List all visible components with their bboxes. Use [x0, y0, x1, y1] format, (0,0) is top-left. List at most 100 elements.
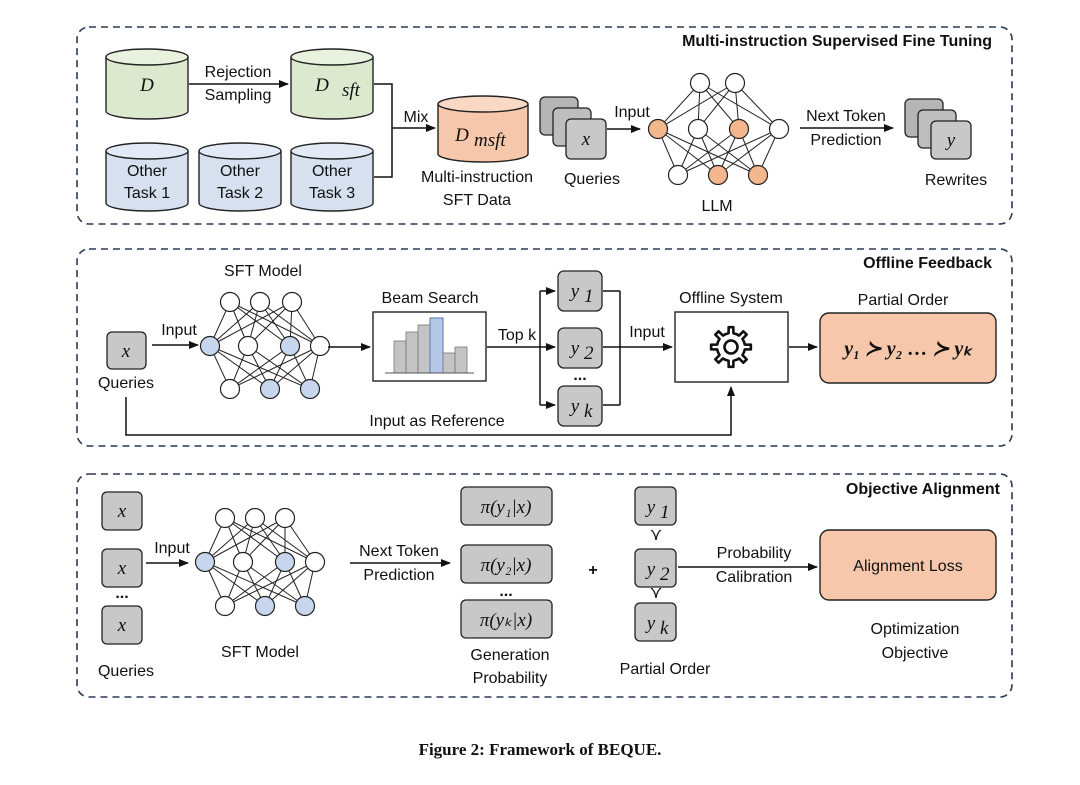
network-edge [204, 517, 256, 563]
network-node [259, 378, 281, 400]
query-symbol-top: x [581, 129, 591, 150]
network-edge [699, 82, 780, 130]
dataset-dmsft-sub: msft [474, 130, 506, 151]
panel-title-alignment: Objective Alignment [846, 481, 1001, 498]
beam-bar-3 [417, 324, 431, 374]
llm-network [647, 72, 790, 186]
panel-objective-alignment: Objective Alignment x x ... x Queries In… [76, 473, 1013, 698]
network-edge [269, 345, 321, 390]
succ-symbol-2: ≻ [647, 586, 664, 599]
input-label-mid: Input [161, 322, 197, 339]
mix-label: Mix [404, 109, 429, 126]
input-label-offline: Input [629, 324, 665, 341]
network-node [274, 507, 296, 529]
query-symbol-bottom-3: x [117, 615, 127, 636]
beam-search-box [372, 311, 487, 382]
dataset-d-label: D [139, 75, 154, 96]
other-task-2-cylinder: Other Task 2 [198, 142, 282, 212]
network-node [647, 118, 669, 140]
beam-search-label: Beam Search [382, 290, 479, 307]
query-box-bottom-3 [101, 605, 143, 645]
panel-title-sft: Multi-instruction Supervised Fine Tuning [682, 33, 992, 50]
next-token-bottom-line1: Next Token [359, 543, 439, 560]
sft-model-label-mid: SFT Model [224, 263, 302, 280]
query-box-bottom-1 [101, 491, 143, 531]
gen-prob-line1: Generation [470, 647, 549, 664]
network-edge [242, 561, 306, 607]
network-node [309, 335, 331, 357]
figure-caption: Figure 2: Framework of BEQUE. [419, 740, 662, 759]
panel-title-offline: Offline Feedback [863, 255, 992, 272]
other-task-3-line2: Task 3 [309, 185, 355, 202]
query-ellipsis-bottom: ... [115, 585, 128, 602]
beam-bar-1 [393, 340, 407, 374]
network-edge [209, 301, 261, 347]
network-node [232, 551, 254, 573]
query-box-bottom-2 [101, 548, 143, 588]
sft-model-network-bottom [194, 507, 326, 617]
plus-sign: + [588, 562, 597, 579]
network-edge [229, 345, 291, 390]
network-node [279, 335, 301, 357]
objective-line2: Objective [882, 645, 949, 662]
alignment-loss-label: Alignment Loss [853, 558, 962, 575]
network-node [237, 335, 259, 357]
network-edge [657, 82, 701, 130]
next-token-top-line2: Prediction [810, 132, 881, 149]
network-edge [229, 301, 291, 347]
succ-symbol-1: ≻ [647, 528, 664, 541]
network-edge [204, 561, 266, 607]
partial-order-label-bottom: Partial Order [620, 661, 711, 678]
rejection-label: Rejection [205, 64, 272, 81]
rewrite-symbol: y [945, 130, 956, 151]
msft-caption-line2: SFT Data [443, 192, 511, 209]
network-node [199, 335, 221, 357]
network-node [707, 164, 729, 186]
network-edge [242, 517, 286, 563]
partial-order-box [819, 312, 997, 384]
network-edge [209, 301, 293, 347]
dataset-d-cylinder: D [105, 48, 189, 120]
dataset-dsft-cylinder: D sft [290, 48, 374, 120]
network-edge [657, 82, 736, 130]
network-node [214, 595, 236, 617]
queries-label-top: Queries [564, 171, 620, 188]
beam-bar-6 [454, 346, 468, 374]
objective-line1: Optimization [871, 621, 960, 638]
rewrites-label: Rewrites [925, 172, 987, 189]
prob-y2-box [460, 544, 553, 584]
query-symbol-bottom-1: x [117, 501, 127, 522]
other-task-3-cylinder: Other Task 3 [290, 142, 374, 212]
beam-bar-2 [405, 331, 419, 374]
dataset-dsft-sub: sft [342, 80, 361, 101]
candidate-yk-sub: k [584, 401, 593, 422]
queries-label-bottom: Queries [98, 663, 154, 680]
sft-model-label-bottom: SFT Model [221, 644, 299, 661]
calibration-line2: Calibration [716, 569, 792, 586]
network-edge [224, 517, 286, 563]
network-node [724, 72, 746, 94]
offline-system-label: Offline System [679, 290, 783, 307]
candidate-yk-box [557, 385, 603, 427]
order-y1-sub: 1 [660, 502, 670, 523]
other-task-1-line2: Task 1 [124, 185, 170, 202]
network-edge [264, 561, 316, 607]
order-yk-sub: k [660, 618, 669, 639]
network-edge [229, 345, 321, 390]
network-node [219, 378, 241, 400]
calibration-line1: Probability [717, 545, 792, 562]
network-node [274, 551, 296, 573]
order-y1-box [634, 486, 677, 526]
top-k-label: Top k [498, 327, 537, 344]
gear-hole [723, 339, 739, 355]
input-as-reference-label: Input as Reference [369, 413, 504, 430]
network-node [689, 72, 711, 94]
other-task-2-line2: Task 2 [217, 185, 263, 202]
order-y2-sub: 2 [660, 564, 670, 585]
input-label-bottom: Input [154, 540, 190, 557]
dataset-dmsft-label: D [454, 125, 469, 146]
beam-bar-4 [429, 317, 444, 374]
prob-ellipsis: ... [499, 583, 512, 600]
next-token-top-line1: Next Token [806, 108, 886, 125]
query-symbol-mid: x [121, 341, 131, 362]
